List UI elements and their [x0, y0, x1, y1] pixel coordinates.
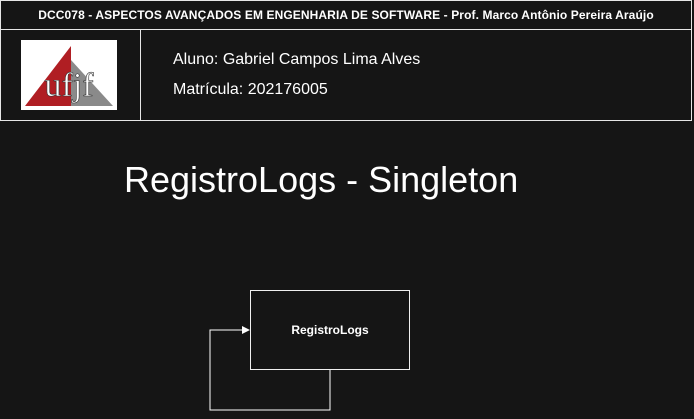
- ufjf-logo-text: ufjf: [44, 67, 94, 104]
- class-name: RegistroLogs: [291, 323, 369, 337]
- course-title: DCC078 - ASPECTOS AVANÇADOS EM ENGENHARI…: [38, 8, 654, 22]
- class-box-registrologs[interactable]: RegistroLogs: [250, 290, 410, 370]
- student-name: Aluno: Gabriel Campos Lima Alves: [173, 51, 421, 68]
- diagram-title: RegistroLogs - Singleton: [124, 159, 519, 200]
- ufjf-logo: ufjf: [21, 40, 117, 110]
- self-association-arrow: [209, 326, 331, 411]
- course-title-bar: DCC078 - ASPECTOS AVANÇADOS EM ENGENHARI…: [0, 0, 692, 30]
- student-id: Matrícula: 202176005: [173, 81, 328, 98]
- ufjf-logo-graphic: ufjf: [25, 46, 113, 106]
- student-header: ufjf Aluno: Gabriel Campos Lima Alves Ma…: [0, 30, 692, 121]
- logo-cell: ufjf: [1, 30, 141, 120]
